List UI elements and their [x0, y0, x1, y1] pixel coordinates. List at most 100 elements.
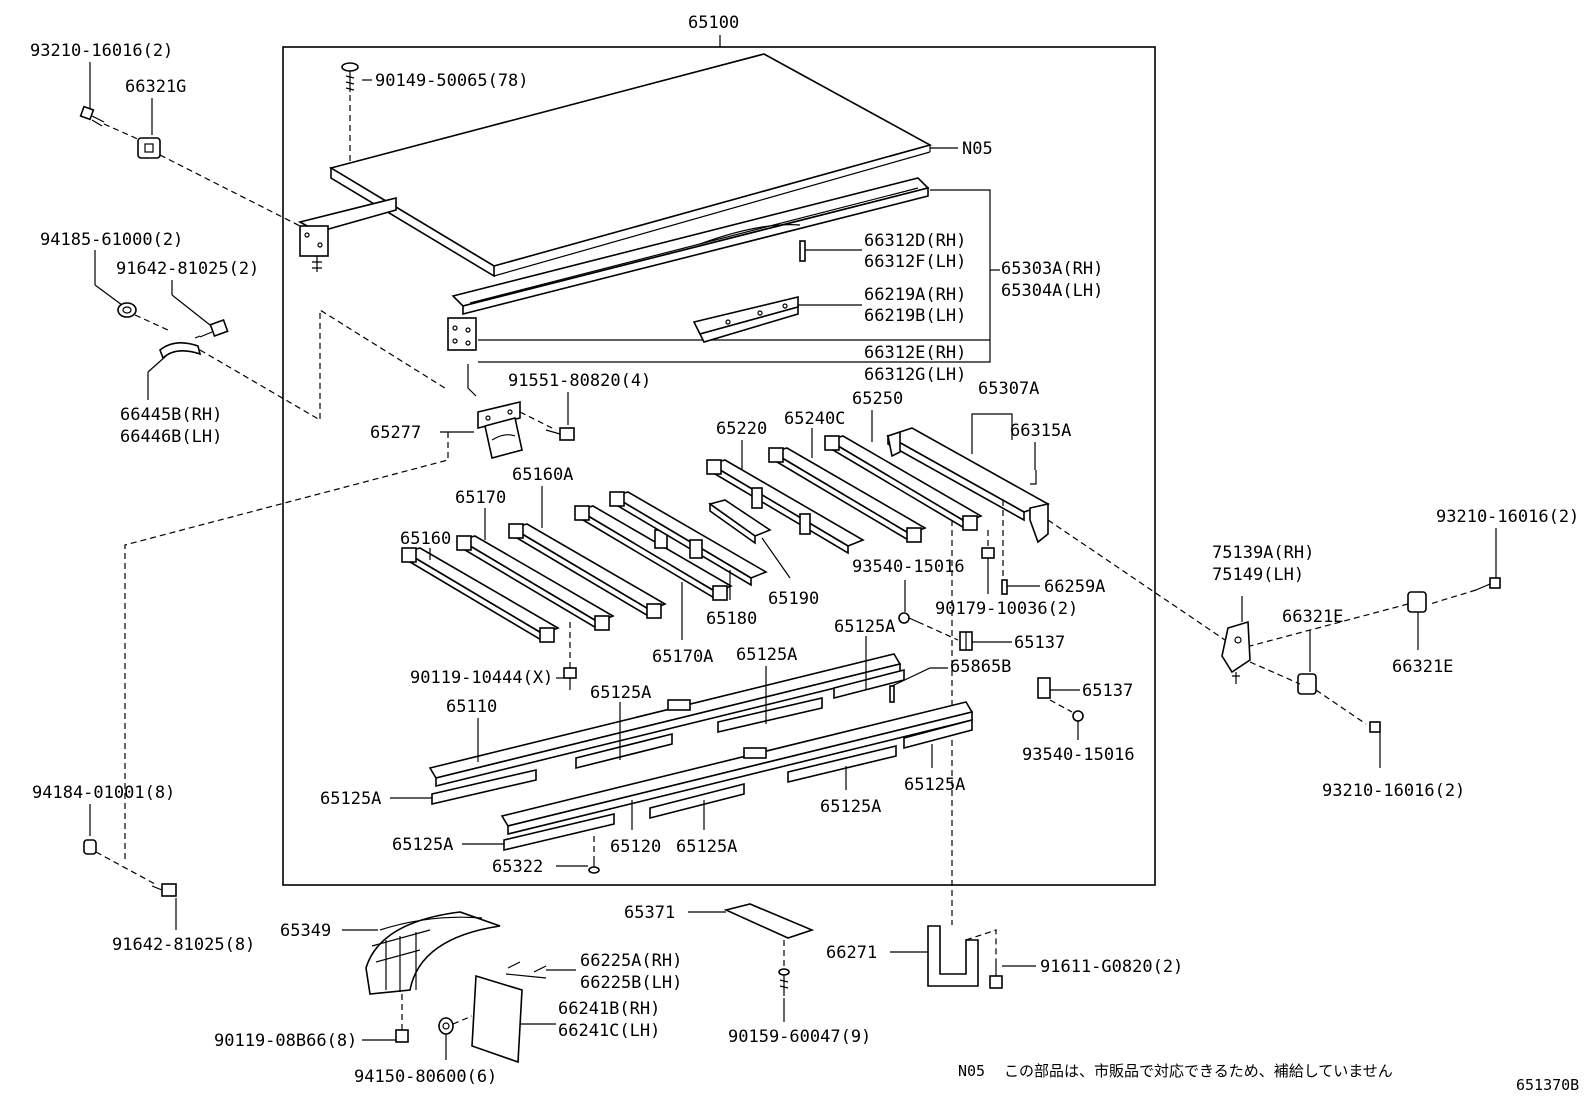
assembly-frame	[282, 46, 1156, 886]
block-66321e-right-icon	[1407, 591, 1427, 613]
pin-65865b-icon	[889, 685, 895, 703]
mudflap-66241b	[471, 974, 523, 1064]
label-65307a: 65307A	[978, 379, 1039, 399]
nut-94150-icon	[438, 1017, 454, 1035]
pin-66315a-icon	[1030, 470, 1037, 485]
label-66241c: 66241C(LH)	[558, 1021, 660, 1041]
label-65371: 65371	[624, 903, 675, 923]
screw-90159-icon	[778, 968, 790, 996]
label-91642-bottom: 91642-81025(8)	[112, 935, 255, 955]
label-65865b: 65865B	[950, 657, 1011, 677]
label-66312g: 66312G(LH)	[864, 365, 966, 385]
label-65125a-3: 65125A	[736, 645, 797, 665]
label-65322: 65322	[492, 857, 543, 877]
label-66312f: 66312F(LH)	[864, 252, 966, 272]
crossmember-65160a	[508, 523, 667, 619]
clamp-66445b-icon	[159, 342, 202, 360]
label-65125a-7: 65125A	[820, 797, 881, 817]
label-90119-08b66: 90119-08B66(8)	[214, 1031, 357, 1051]
label-65137-a: 65137	[1014, 633, 1065, 653]
side-rail	[447, 177, 930, 351]
label-94184: 94184-01001(8)	[32, 783, 175, 803]
figure-code: 651370B	[1516, 1076, 1579, 1094]
label-75149: 75149(LH)	[1212, 565, 1304, 585]
crossmember-65160	[401, 547, 560, 643]
note-text: この部品は、市販品で対応できるため、補給していません	[1004, 1062, 1393, 1080]
label-65125a-4: 65125A	[834, 617, 895, 637]
label-93210-topleft: 93210-16016(2)	[30, 41, 173, 61]
label-65125a-8: 65125A	[904, 775, 965, 795]
rail-end-bracket	[297, 196, 397, 272]
bracket-65137-b-icon	[1037, 677, 1051, 699]
label-66312e: 66312E(RH)	[864, 343, 966, 363]
label-93540-a: 93540-15016	[852, 557, 965, 577]
nut-94184-icon	[83, 839, 97, 855]
label-90119-10444: 90119-10444(X)	[410, 668, 553, 688]
bolt-90119-08b66-icon	[395, 1029, 409, 1043]
label-66321e-b: 66321E	[1392, 657, 1453, 677]
label-66271: 66271	[826, 943, 877, 963]
label-main-assembly: 65100	[688, 13, 739, 33]
label-66219a: 66219A(RH)	[864, 285, 966, 305]
long-member-65110	[428, 653, 902, 788]
bolt-91642-bottom-icon	[151, 883, 177, 897]
crossmember-65170	[456, 535, 615, 631]
fender-65349	[365, 911, 501, 995]
crossmember-65190	[708, 499, 772, 545]
label-93210-right: 93210-16016(2)	[1436, 507, 1579, 527]
pin-66259a-icon	[1001, 579, 1008, 595]
crossmember-65240c	[768, 447, 927, 543]
label-65110: 65110	[446, 697, 497, 717]
rod-66225a-icon	[505, 961, 547, 979]
label-66241b: 66241B(RH)	[558, 999, 660, 1019]
plate-65371	[723, 903, 815, 939]
label-90149: 90149-50065(78)	[375, 71, 529, 91]
block-66321g-icon	[137, 137, 161, 159]
bracket-65277	[477, 400, 523, 459]
label-65170a: 65170A	[652, 647, 713, 667]
label-65120: 65120	[610, 837, 661, 857]
hinge-75139a	[1221, 620, 1251, 684]
bolt-65322-icon	[588, 858, 600, 874]
label-65303a: 65303A(RH)	[1001, 259, 1103, 279]
label-65250: 65250	[852, 389, 903, 409]
label-65137-b: 65137	[1082, 681, 1133, 701]
label-94185: 94185-61000(2)	[40, 230, 183, 250]
label-93210-bottomright: 93210-16016(2)	[1322, 781, 1465, 801]
label-91611: 91611-G0820(2)	[1040, 957, 1183, 977]
label-65180: 65180	[706, 609, 757, 629]
bolt-91642-icon	[199, 318, 229, 338]
label-65160: 65160	[400, 529, 451, 549]
bracket-66271	[927, 925, 979, 987]
note-code: N05	[958, 1062, 985, 1080]
label-66321e-a: 66321E	[1282, 607, 1343, 627]
label-90179: 90179-10036(2)	[935, 599, 1078, 619]
label-94150: 94150-80600(6)	[354, 1067, 497, 1087]
label-65160a: 65160A	[512, 465, 573, 485]
label-66312d: 66312D(RH)	[864, 231, 966, 251]
bracket-65137-a-icon	[959, 631, 973, 651]
nut-94185-icon	[117, 302, 137, 318]
label-65190: 65190	[768, 589, 819, 609]
label-65240c: 65240C	[784, 409, 845, 429]
label-66225a: 66225A(RH)	[580, 951, 682, 971]
bolt-91611-icon	[989, 960, 1003, 989]
nut-93540-icon	[898, 612, 919, 624]
label-65304a: 65304A(LH)	[1001, 281, 1103, 301]
label-91642-top: 91642-81025(2)	[116, 259, 259, 279]
label-65125a-5: 65125A	[392, 835, 453, 855]
bolt-93210-icon	[79, 105, 105, 127]
label-65170: 65170	[455, 488, 506, 508]
nut-90179-icon	[981, 547, 995, 572]
label-n05: N05	[962, 139, 993, 159]
crossmember-65220	[706, 459, 865, 555]
bracket-66219a	[692, 295, 799, 343]
label-65277: 65277	[370, 423, 421, 443]
pin-66312e-icon	[467, 364, 477, 397]
label-65349: 65349	[280, 921, 331, 941]
bolt-93210-bottomright-icon	[1369, 721, 1381, 733]
label-93540-b: 93540-15016	[1022, 745, 1135, 765]
screw-90149-icon	[341, 62, 359, 92]
